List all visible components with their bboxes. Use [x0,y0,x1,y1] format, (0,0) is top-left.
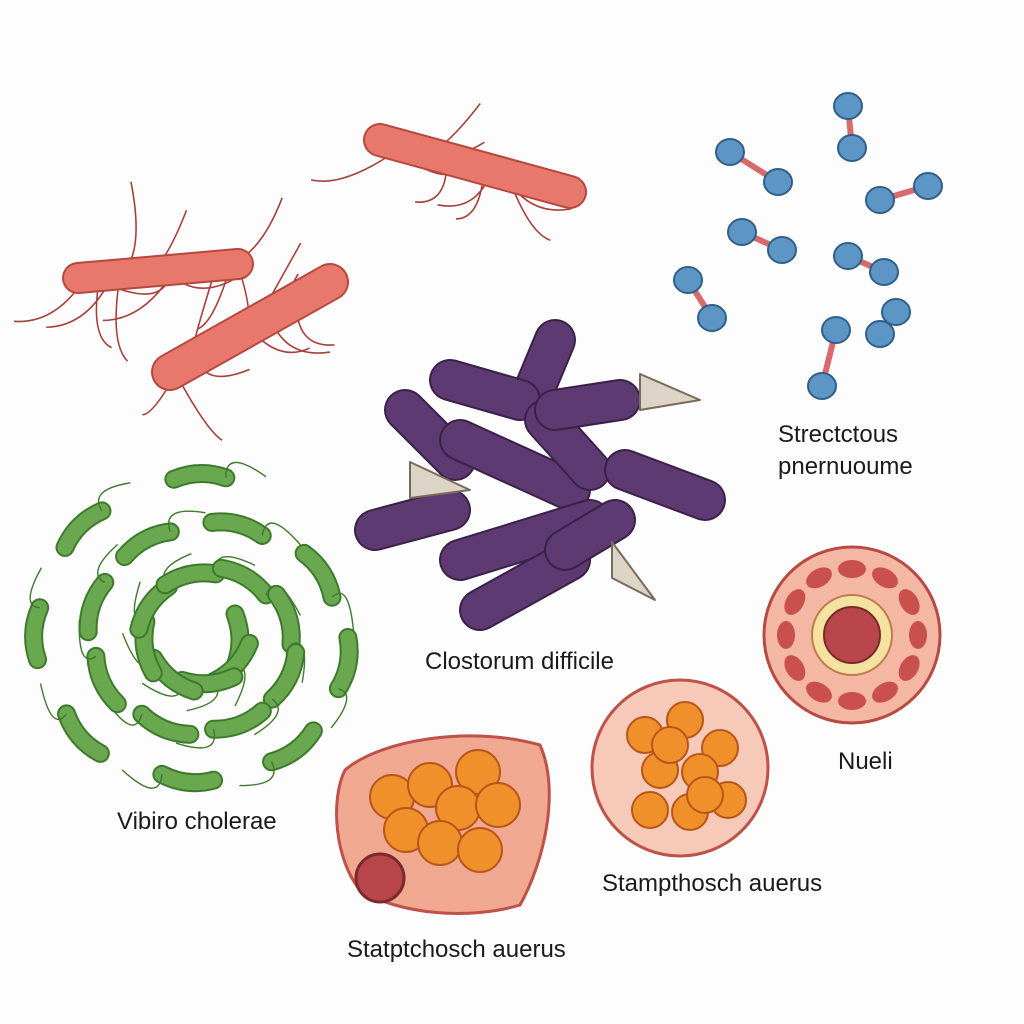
vibrio-flagellum [253,698,279,736]
coccus [651,726,689,764]
staph-blob-group [335,734,551,915]
vibrio-flagellum [225,461,267,478]
vibrio-flagellum [39,683,68,720]
coccus [697,304,727,332]
vibrio-cell [80,574,113,640]
nucleus [823,606,881,664]
staph-circle-group [590,678,770,858]
organelle [806,567,832,589]
clostridium-rod [546,501,634,569]
clostridium-group [354,319,726,631]
coccus [807,372,837,400]
label-staph-blob: Statptchosch auerus [347,936,566,963]
coccus [881,298,911,326]
clostridium-rod [536,381,639,429]
clostridium-rod [431,361,539,419]
organelle [898,655,920,681]
spore [611,541,656,601]
clostridium-rod [606,451,724,519]
organelle [838,560,866,578]
vibrio-cell [26,600,48,668]
vibrio-cell [166,466,234,487]
streptococcus-group [673,92,943,400]
coccus [763,168,793,196]
vibrio-flagellum [168,510,206,533]
organelle [777,621,795,649]
vibrio-cell [268,586,299,652]
coccus [715,138,745,166]
organelle [909,621,927,649]
vibrio-cell [264,645,304,707]
vibrio-cell [264,723,321,770]
vibrio-cell [134,706,198,742]
vibrio-flagellum [121,769,163,789]
coccus [865,320,895,348]
vibrio-cell [206,703,270,737]
vibrio-cell [296,545,340,605]
vibrio-cell [117,524,178,565]
coccus [833,242,863,270]
label-nucleus-cell: Nueli [838,748,893,775]
vibrio-cell [88,648,125,712]
vibrio-cell [59,706,108,761]
vibrio-cell [204,514,270,543]
organelle [784,655,806,681]
organelle [898,589,920,615]
coccus [631,791,669,829]
coccus [865,186,895,214]
label-staph-circle: Stampthosch auerus [602,870,823,897]
nucleus [354,852,406,904]
vibrio-flagellum [97,544,119,584]
coccus [821,316,851,344]
coccus [727,218,757,246]
vibrio-flagellum [239,761,275,787]
organelle [806,681,832,703]
red-bacillus [153,265,347,389]
spore [639,373,701,411]
coccus [417,820,463,866]
vibrio-flagellum [330,687,348,729]
coccus [673,266,703,294]
vibrio-flagellum [261,522,302,547]
clostridium-rod [441,421,589,509]
label-clostridium: Clostorum difficile [425,648,614,675]
coccus [686,776,724,814]
vibrio-cell [330,630,357,697]
vibrio-cell [157,565,224,593]
organelle [784,589,806,615]
coccus [833,92,863,120]
label-vibrio: Vibiro cholerae [117,808,277,835]
vibrio-cell [154,766,222,791]
organelle [872,681,898,703]
coccus [457,827,503,873]
red-bacillus [64,250,252,292]
spore [409,461,471,499]
clostridium-rod [356,491,469,549]
nucleated-cell-group [762,545,942,725]
label-streptococcus-line2: pnernuoume [778,453,913,480]
coccus [767,236,797,264]
coccus [837,134,867,162]
coccus [869,258,899,286]
red-bacillus [365,125,585,207]
organelle [872,567,898,589]
vibrio-cell [57,503,110,555]
vibrio-cell [213,560,274,603]
coccus [913,172,943,200]
vibrio-flagellum [175,729,216,749]
coccus [475,782,521,828]
vibrio-flagellum [331,592,355,632]
label-streptococcus-line1: Strectctous [778,421,899,448]
red-bacilli-group [62,123,587,391]
vibrio-flagellum [97,482,131,512]
organelle [838,692,866,710]
vibrio-group [24,461,359,793]
vibrio-flagellum [29,567,43,609]
